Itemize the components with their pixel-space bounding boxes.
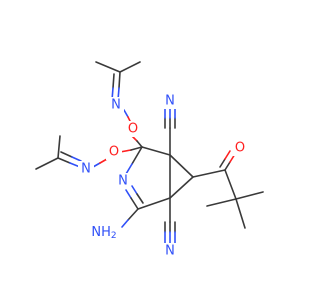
bond-c-c [192, 169, 226, 178]
bond-c-c [224, 169, 237, 200]
bond-c-c [119, 61, 141, 73]
atom-o-left: O [109, 145, 119, 160]
bond-c-c [235, 198, 246, 229]
atom-n-imine-left: N [81, 162, 91, 177]
bond-n-o [99, 158, 108, 164]
atom-n-ring: N [118, 174, 128, 189]
atom-n-imine-top: N [111, 98, 121, 113]
bond-c-c [141, 146, 171, 156]
structure-svg: N O N O N NH2 N N O [35, 61, 264, 259]
bond-c-c [206, 198, 237, 207]
atom-labels: N O N O N NH2 N N O [78, 93, 248, 259]
bond-c-c [169, 176, 194, 199]
bond-c-c [57, 135, 61, 159]
bond-n-o [92, 162, 101, 168]
bonds [35, 61, 264, 244]
bond-c-c [35, 157, 59, 170]
bond-c-n [127, 208, 139, 221]
bond-c-n [131, 146, 143, 165]
bond-c-o-double [224, 150, 231, 160]
atom-nh2: NH2 [91, 225, 116, 242]
bond-o-c [130, 146, 143, 151]
bond-c-c [95, 61, 121, 73]
bond-c-c [169, 154, 194, 178]
bond-c-c [235, 191, 264, 200]
atom-o-ketone: O [235, 141, 245, 156]
bond-n-c-double [125, 189, 132, 199]
bond-o-c [136, 140, 143, 148]
bond-c-c [137, 197, 171, 210]
bond-c-n [121, 219, 129, 228]
bond-n-c-double [131, 185, 138, 195]
bond-c-n-double [57, 157, 71, 164]
bond-c-n [125, 163, 133, 175]
molecule-diagram: N O N O N NH2 N N O [35, 61, 264, 259]
atom-o-top: O [128, 122, 138, 137]
bond-n-c-double [130, 197, 139, 210]
atom-n-nitrile-top: N [165, 94, 175, 109]
bond-n-o [123, 109, 129, 118]
bond-c-o-double [224, 161, 231, 171]
atom-n-nitrile-bottom: N [165, 244, 175, 259]
bond-c-o-double [219, 158, 226, 168]
bond-c-n-double [118, 71, 121, 89]
bond-n-c-double [136, 193, 144, 204]
bond-c-n-double [112, 73, 115, 89]
bond-c-n-double [71, 156, 82, 162]
bond-c-n-double [60, 151, 73, 158]
